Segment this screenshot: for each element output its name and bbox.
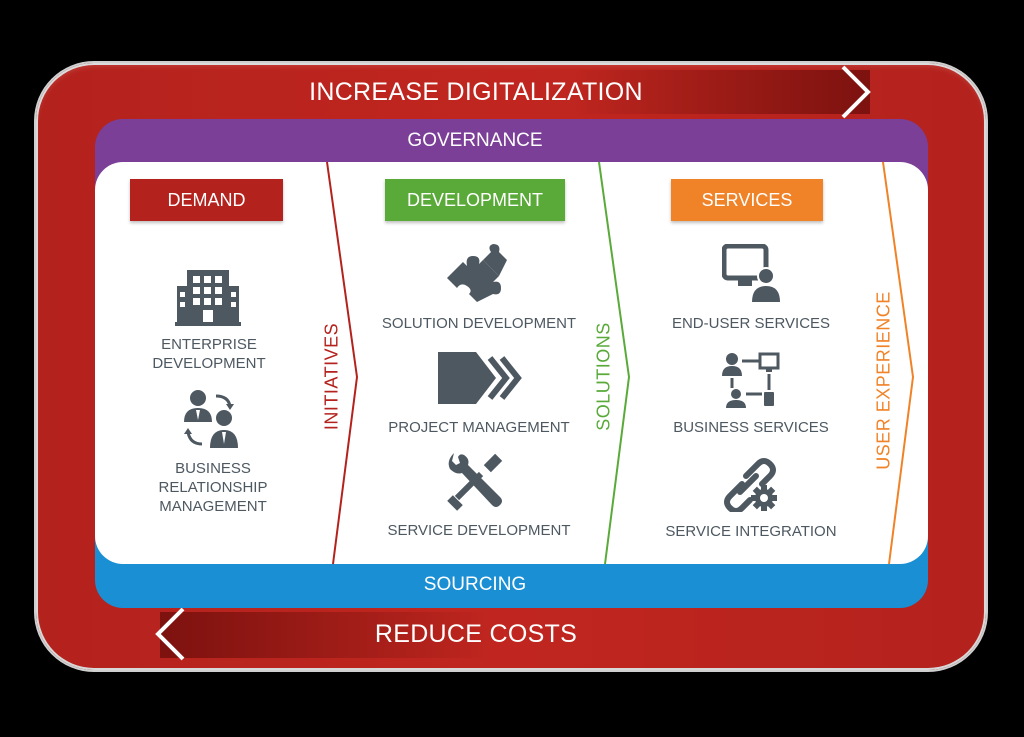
- main-panel: [95, 162, 928, 564]
- brm-line2: MANAGEMENT: [159, 498, 267, 515]
- demand-header: DEMAND: [130, 179, 283, 221]
- top-chevron-icon: [841, 65, 871, 119]
- increase-digitalization-label: INCREASE DIGITALIZATION: [309, 78, 643, 106]
- services-header: SERVICES: [671, 179, 823, 221]
- enterprise-development-label: ENTERPRISE DEVELOPMENT: [120, 335, 298, 373]
- service-integration-label: SERVICE INTEGRATION: [665, 523, 837, 540]
- project-management-label: PROJECT MANAGEMENT: [388, 419, 570, 436]
- enterprise-development-line1: ENTERPRISE: [161, 336, 257, 353]
- solution-development-label: SOLUTION DEVELOPMENT: [381, 315, 577, 332]
- service-development-label: SERVICE DEVELOPMENT: [387, 522, 571, 539]
- puzzle-piece-icon: [447, 244, 507, 302]
- relationship-people-icon: [184, 390, 238, 448]
- solutions-label: SOLUTIONS: [593, 322, 614, 431]
- chain-gear-icon: [724, 458, 777, 512]
- office-building-icon: [175, 270, 241, 326]
- business-relationship-management-label: BUSINESS RELATIONSHIP MANAGEMENT: [120, 459, 306, 516]
- top-arrow-band: [130, 70, 870, 114]
- reduce-costs-label: REDUCE COSTS: [374, 620, 578, 648]
- enterprise-development-line2: DEVELOPMENT: [152, 355, 266, 372]
- initiatives-label: INITIATIVES: [321, 322, 342, 431]
- user-experience-chevron: [882, 161, 915, 565]
- wrench-screwdriver-icon: [447, 453, 503, 511]
- workflow-icon: [722, 352, 780, 408]
- brm-line1: BUSINESS RELATIONSHIP: [158, 460, 268, 496]
- governance-label: GOVERNANCE: [407, 130, 543, 151]
- sourcing-label: SOURCING: [423, 574, 527, 595]
- business-services-label: BUSINESS SERVICES: [673, 419, 829, 436]
- end-user-services-label: END-USER SERVICES: [671, 315, 831, 332]
- solutions-chevron: [598, 161, 631, 565]
- user-experience-label: USER EXPERIENCE: [873, 291, 894, 470]
- bottom-arrow-band: [160, 612, 490, 658]
- development-header: DEVELOPMENT: [385, 179, 565, 221]
- bottom-chevron-icon: [155, 607, 185, 661]
- forward-arrows-icon: [438, 352, 522, 404]
- monitor-user-icon: [722, 244, 780, 302]
- initiatives-chevron: [326, 161, 359, 565]
